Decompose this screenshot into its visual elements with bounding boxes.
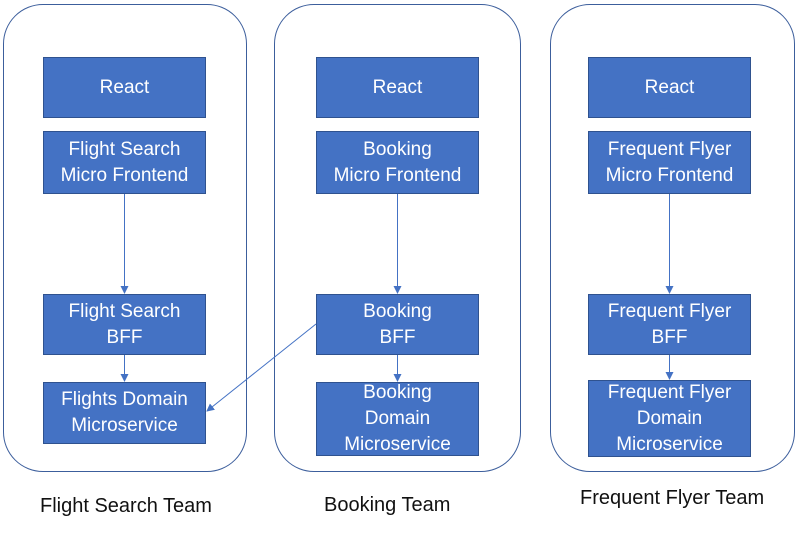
frequent-flyer-domain-microservice-box: Frequent Flyer Domain Microservice — [588, 380, 751, 457]
box-label: Domain — [636, 407, 703, 429]
box-label: Microservice — [71, 415, 178, 436]
team-label-booking: Booking Team — [324, 494, 451, 516]
booking-react-box: React — [316, 57, 479, 118]
box-label: React — [99, 76, 150, 98]
box-label: Flight Search — [68, 138, 181, 160]
booking-domain-microservice-box: Booking Domain Microservice — [316, 382, 479, 456]
box-label: Microservice — [344, 434, 451, 455]
box-label: Booking — [363, 300, 432, 322]
booking-micro-frontend-box: Booking Micro Frontend — [316, 131, 479, 194]
box-label: Flights Domain — [61, 389, 188, 410]
booking-bff-box: Booking BFF — [316, 294, 479, 355]
box-label: Frequent Flyer — [607, 300, 732, 322]
box-label: Frequent Flyer — [607, 138, 732, 160]
box-label: BFF — [379, 326, 416, 348]
team-label-frequent-flyer: Frequent Flyer Team — [580, 487, 765, 509]
box-label: Micro Frontend — [60, 164, 189, 186]
flight-search-react-box: React — [43, 57, 206, 118]
flights-domain-microservice-box: Flights Domain Microservice — [43, 382, 206, 444]
frequent-flyer-react-box: React — [588, 57, 751, 118]
frequent-flyer-bff-box: Frequent Flyer BFF — [588, 294, 751, 355]
box-label: BFF — [106, 326, 143, 348]
box-label: Booking — [363, 382, 432, 403]
team-label-flight-search: Flight Search Team — [40, 495, 212, 517]
box-label: Micro Frontend — [605, 164, 734, 186]
box-label: BFF — [651, 326, 688, 348]
flight-search-bff-box: Flight Search BFF — [43, 294, 206, 355]
arrow-booking-bff-to-flights-domain — [206, 323, 317, 412]
flight-search-micro-frontend-box: Flight Search Micro Frontend — [43, 131, 206, 194]
box-label: React — [644, 76, 695, 98]
frequent-flyer-micro-frontend-box: Frequent Flyer Micro Frontend — [588, 131, 751, 194]
box-label: Booking — [363, 138, 432, 160]
box-label: Domain — [364, 408, 431, 429]
box-label: Micro Frontend — [333, 164, 462, 186]
box-label: React — [372, 76, 423, 98]
box-label: Frequent Flyer — [607, 381, 732, 403]
box-label: Microservice — [616, 433, 723, 455]
box-label: Flight Search — [68, 300, 181, 322]
